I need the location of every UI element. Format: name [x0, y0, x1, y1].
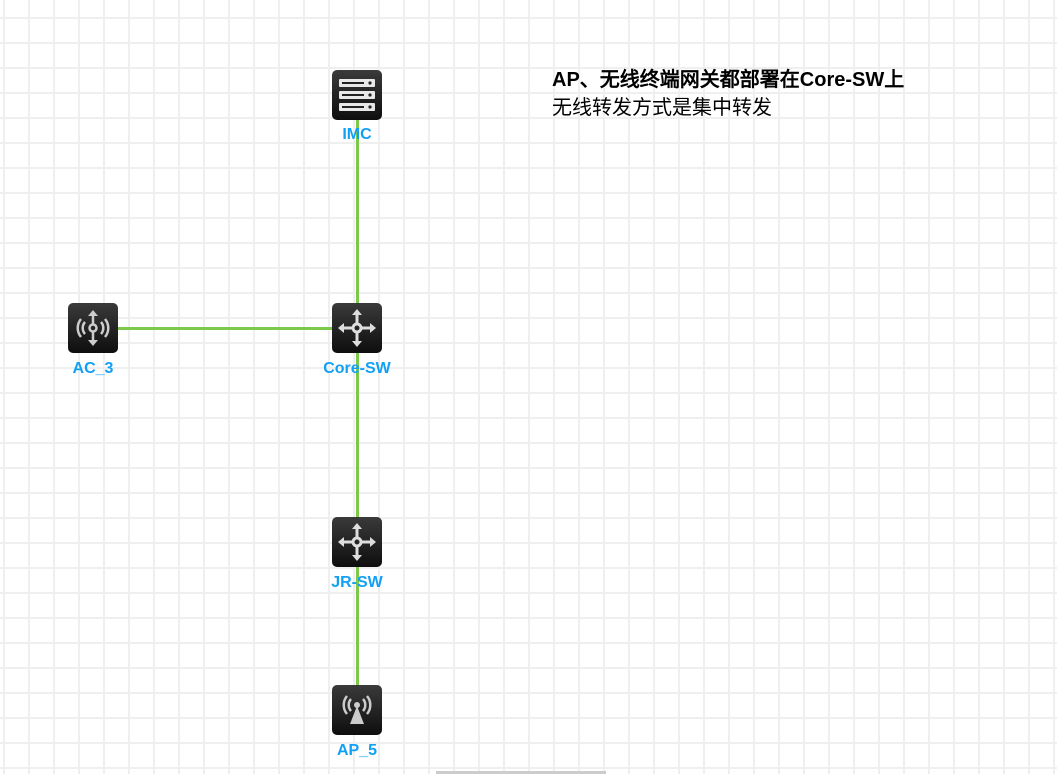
node-ac-3[interactable] [68, 303, 118, 353]
wireless-controller-icon [76, 310, 110, 346]
node-core-sw[interactable] [332, 303, 382, 353]
link-imc-core[interactable] [356, 118, 359, 308]
node-label-ac-3: AC_3 [72, 360, 114, 377]
node-jr-sw[interactable] [332, 517, 382, 567]
annotation-note: AP、无线终端网关都部署在Core-SW上 无线转发方式是集中转发 [552, 66, 904, 122]
node-label-jr-sw: JR-SW [331, 574, 383, 591]
node-label-core-sw: Core-SW [323, 360, 391, 377]
access-point-icon [342, 695, 372, 724]
link-ac-core[interactable] [116, 327, 334, 330]
link-core-jr[interactable] [356, 350, 359, 520]
node-label-imc: IMC [342, 126, 372, 143]
link-jr-ap[interactable] [356, 565, 359, 687]
horizontal-scrollbar[interactable] [436, 771, 606, 774]
note-line-2: 无线转发方式是集中转发 [552, 97, 772, 119]
server-icon [339, 79, 375, 111]
switch-icon [338, 523, 376, 561]
node-ap-5[interactable] [332, 685, 382, 735]
note-line-1: AP、无线终端网关都部署在Core-SW上 [552, 69, 905, 91]
switch-icon [338, 309, 376, 347]
node-label-ap-5: AP_5 [336, 742, 378, 759]
node-imc[interactable] [332, 70, 382, 120]
